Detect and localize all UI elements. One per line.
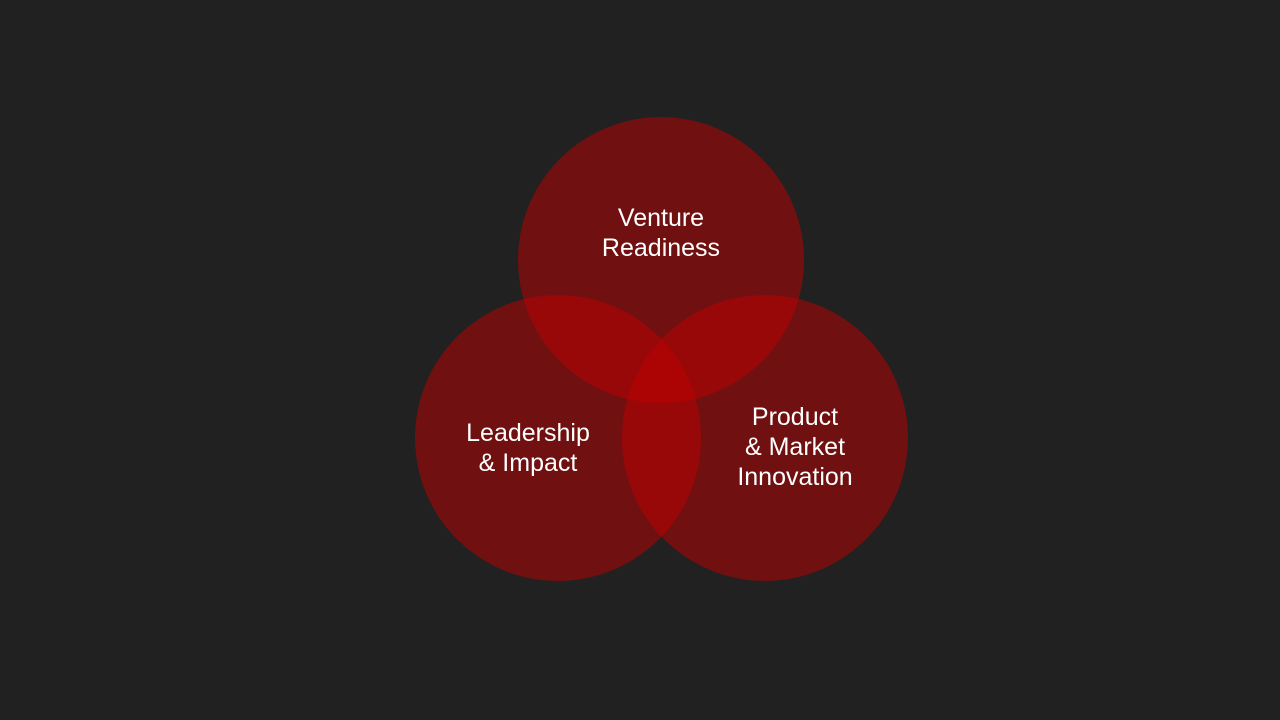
venture-readiness-label: Venture Readiness	[551, 203, 771, 263]
label-line: Innovation	[737, 463, 853, 491]
label-line: Readiness	[601, 234, 721, 262]
leadership-impact-circle	[415, 295, 701, 581]
label-line: & Impact	[478, 449, 578, 477]
label-line: Leadership	[466, 419, 590, 447]
label-line: & Market	[744, 433, 846, 461]
label-line: Product	[751, 403, 839, 431]
leadership-impact-label: Leadership & Impact	[418, 418, 638, 478]
label-line: Venture	[617, 204, 705, 232]
product-market-innovation-label: Product & Market Innovation	[685, 402, 905, 492]
product-market-innovation-circle	[622, 295, 908, 581]
